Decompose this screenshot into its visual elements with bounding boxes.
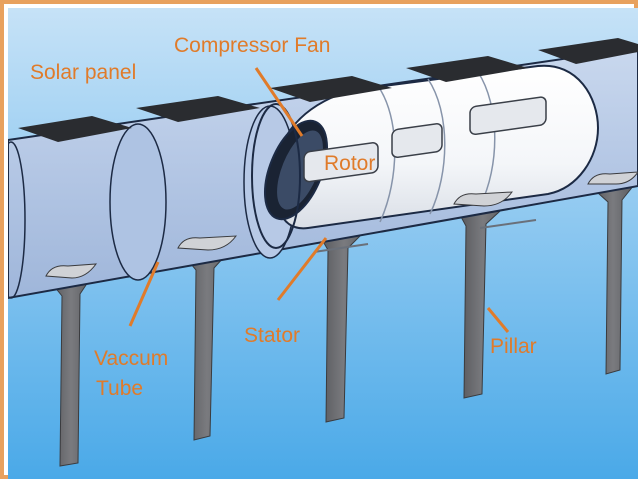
label-pillar: Pillar: [490, 335, 537, 358]
leader-pillar: [486, 307, 510, 333]
label-vaccum: Vaccum: [94, 347, 168, 370]
label-tube: Tube: [96, 377, 143, 400]
pillar-group: [45, 179, 638, 467]
rotor-ski: [391, 123, 443, 159]
solar-panel-icon: [136, 96, 260, 122]
pillar-cradles: [45, 171, 638, 279]
rotor-ski: [469, 96, 547, 136]
solar-panel-icon: [538, 38, 638, 64]
solar-panel-row: [18, 38, 638, 142]
label-compressor-fan: Compressor Fan: [174, 34, 330, 57]
leader-stator: [276, 237, 328, 301]
leader-compressor-fan: [254, 67, 304, 137]
solar-panel-icon: [270, 76, 392, 102]
label-stator: Stator: [244, 324, 300, 347]
leader-vaccum: [128, 261, 160, 327]
label-solar-panel: Solar panel: [30, 61, 136, 84]
capsule-icon: [251, 64, 600, 253]
pillar-icon: [586, 179, 638, 375]
solar-panel-icon: [18, 116, 132, 142]
solar-panel-icon: [406, 56, 528, 82]
rotor-ski: [303, 142, 379, 183]
hyperloop-diagram: Solar panel Compressor Fan Rotor Stator …: [8, 8, 638, 479]
leader-lines: [128, 67, 510, 333]
label-rotor: Rotor: [324, 152, 375, 175]
